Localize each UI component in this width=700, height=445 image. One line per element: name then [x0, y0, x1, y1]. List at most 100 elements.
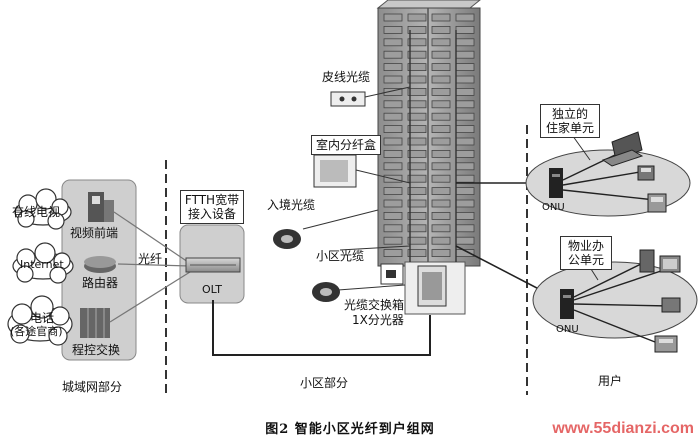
indoor-box-icon — [313, 154, 357, 188]
label-indoor-cable: 入境光缆 — [267, 198, 316, 212]
label-switch: 程控交换 — [72, 343, 121, 357]
router-icon — [84, 256, 116, 273]
label-phone-line2: (各途官商) — [10, 325, 63, 338]
building-window — [407, 63, 427, 71]
olt-device — [185, 257, 241, 273]
building-window — [431, 162, 451, 171]
building-window — [407, 236, 427, 245]
label-catv: 有线电视 — [12, 205, 61, 219]
cloud-catv — [14, 188, 72, 230]
building-window — [455, 88, 475, 96]
building-window — [455, 149, 475, 158]
office-label-line2: 公单元 — [567, 253, 604, 267]
building-window — [407, 75, 427, 84]
building-window — [455, 174, 475, 183]
building-window — [383, 249, 403, 258]
building-window — [431, 38, 451, 47]
building-window — [407, 50, 427, 59]
building-window — [455, 75, 475, 84]
building-window — [455, 50, 475, 59]
callout-lines — [302, 86, 411, 291]
district-cable-spool-icon — [312, 282, 340, 302]
section-district: 小区部分 — [300, 376, 349, 390]
building-window — [431, 187, 451, 196]
building-window — [407, 187, 427, 196]
drop-cable-icon — [330, 91, 366, 107]
cross-box-icon — [417, 265, 447, 307]
building-window — [431, 174, 451, 183]
label-internet: Internet — [20, 258, 64, 271]
ftth-label-line2: 接入设备 — [187, 207, 236, 221]
cloud-internet — [12, 242, 74, 284]
home-phone-icon — [637, 165, 655, 181]
home-fax-icon — [647, 193, 667, 213]
laptop-icon — [601, 131, 644, 167]
building-window — [455, 187, 475, 196]
building-window — [431, 50, 451, 59]
label-drop-cable: 皮线光缆 — [322, 70, 371, 84]
building-window — [383, 13, 403, 22]
building-window — [383, 199, 403, 208]
label-onu-bottom: ONU — [556, 324, 579, 335]
building-window — [455, 199, 475, 208]
building-window — [431, 75, 451, 84]
building-window — [455, 38, 475, 47]
building-window — [455, 63, 475, 71]
watermark: www.55dianzi.com — [552, 420, 694, 437]
building-window — [407, 13, 427, 22]
office-phone-icon — [661, 297, 681, 313]
cloud-phone — [7, 295, 73, 346]
building-window — [407, 125, 427, 133]
video-head-icon — [88, 192, 114, 222]
ftth-device-box: FTTH宽带 接入设备 — [180, 190, 244, 224]
building-window — [407, 25, 427, 34]
building-window — [383, 125, 403, 133]
building-window — [455, 13, 475, 22]
building-window — [407, 100, 427, 109]
building-window — [407, 149, 427, 158]
building-window — [383, 38, 403, 47]
building-window — [407, 249, 427, 258]
splitter-plug-icon — [380, 263, 404, 285]
office-unit-box: 物业办 公单元 — [560, 236, 612, 270]
building-window — [383, 100, 403, 109]
office-computer-icon — [639, 249, 681, 273]
building-window — [455, 112, 475, 121]
office-device-links — [573, 261, 671, 343]
label-cross-box: 光缆交换箱 — [344, 298, 405, 312]
building-window — [383, 137, 403, 146]
building-window — [455, 224, 475, 233]
label-phone-line1: 电话 — [30, 311, 55, 325]
onu-top-icon — [549, 168, 563, 198]
building-window — [407, 224, 427, 233]
building-window — [407, 88, 427, 96]
building-window — [383, 211, 403, 220]
apartment-building — [376, 0, 481, 267]
figure-caption: 图2 智能小区光纤到户组网 — [265, 422, 435, 437]
building-window — [431, 13, 451, 22]
building-window — [383, 112, 403, 121]
building-window — [383, 187, 403, 196]
building-window — [407, 162, 427, 171]
label-onu-top: ONU — [542, 202, 565, 213]
label-video-head: 视频前端 — [70, 226, 119, 240]
building-window — [431, 149, 451, 158]
building-window — [455, 125, 475, 133]
building-window — [431, 137, 451, 146]
section-metro: 城域网部分 — [62, 380, 123, 394]
section-user: 用户 — [598, 374, 623, 388]
building-window — [431, 249, 451, 258]
building-window — [407, 112, 427, 121]
label-olt: OLT — [202, 283, 222, 296]
label-indoor-box: 室内分纤盒 — [311, 135, 381, 155]
indoor-cable-spool-icon — [273, 229, 301, 249]
building-window — [383, 63, 403, 71]
metro-links — [109, 211, 191, 323]
label-fiber: 光纤 — [138, 252, 163, 266]
label-district-cable: 小区光缆 — [316, 249, 365, 263]
home-label-line1: 独立的 — [551, 107, 588, 121]
label-router: 路由器 — [82, 276, 119, 290]
switch-icon — [80, 308, 110, 338]
building-window — [383, 224, 403, 233]
